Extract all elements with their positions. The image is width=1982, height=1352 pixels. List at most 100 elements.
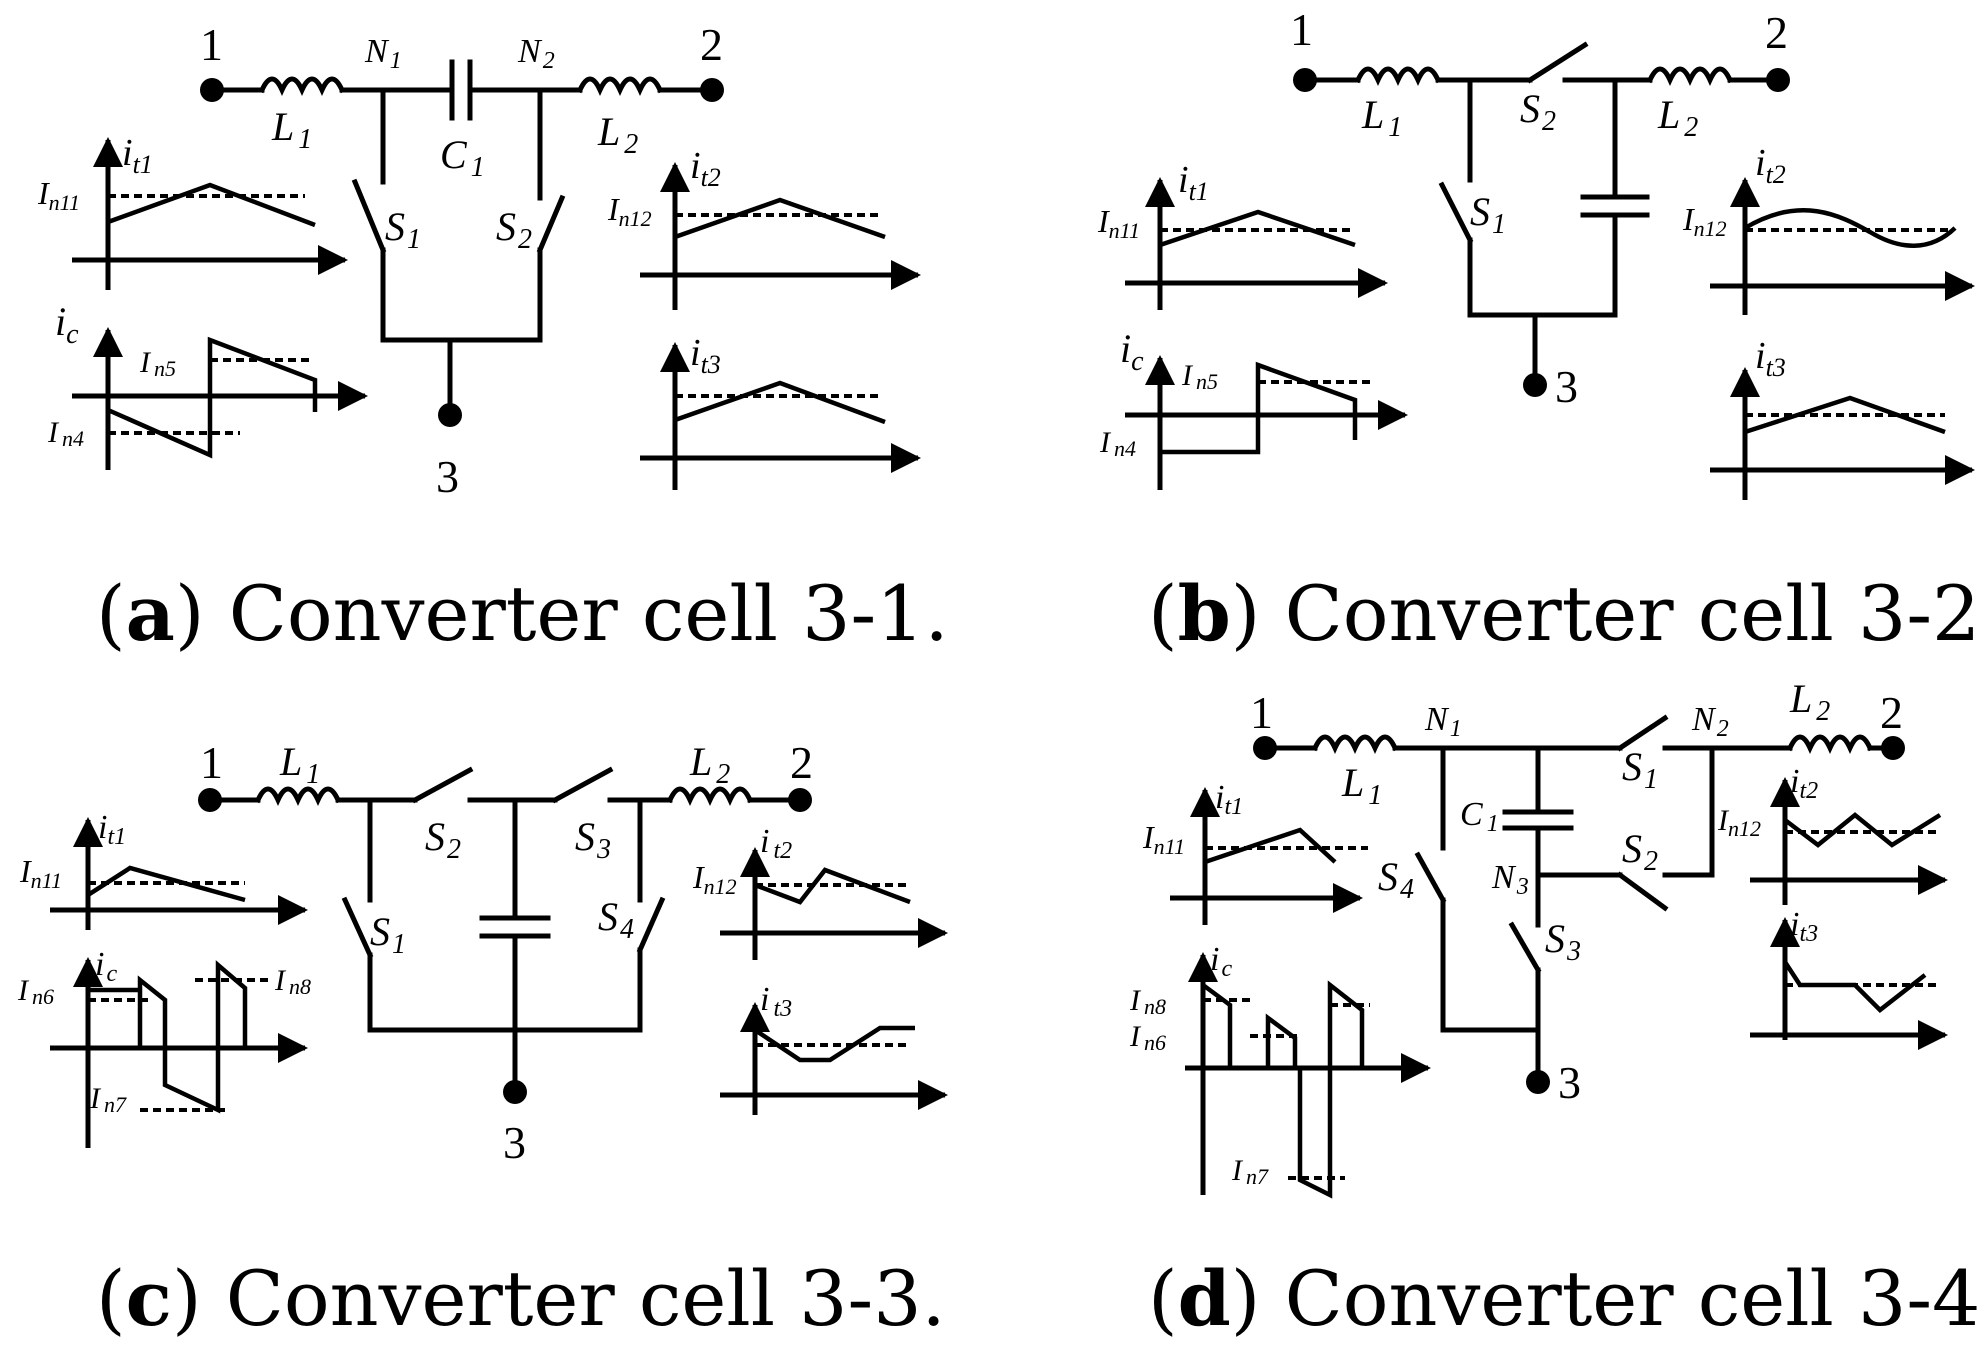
- wave-ic-b: [1125, 355, 1408, 490]
- it3-label-b: it3: [1755, 335, 1786, 382]
- in12-label-a: In12: [607, 191, 652, 231]
- terminal-3-label: 3: [1558, 1057, 1581, 1108]
- wave-it2-d: [1750, 777, 1948, 905]
- it3-label-d: it3: [1790, 906, 1818, 947]
- inductor-l1: [258, 76, 346, 97]
- n2-label: N2: [1691, 701, 1729, 742]
- inductor-l2: [576, 76, 664, 97]
- ic-label-b: ic: [1120, 326, 1144, 377]
- caption-a: (a) Converter cell 3-1.: [96, 569, 949, 658]
- it1-label-b: it1: [1178, 159, 1209, 206]
- terminal-1-label: 1: [1290, 4, 1313, 55]
- terminal-3-label: 3: [436, 451, 459, 502]
- s3-label: S3: [1545, 916, 1581, 967]
- s1-label: S1: [385, 204, 421, 255]
- wave-it3-c: [720, 1002, 948, 1115]
- wave-ic-d: [1185, 952, 1431, 1199]
- n3-label: N3: [1491, 859, 1529, 900]
- inductor-l2: [1646, 66, 1734, 87]
- in12-label-c: In12: [692, 859, 737, 899]
- terminal-2-label: 2: [700, 19, 723, 70]
- terminal-3-dot: [438, 403, 462, 427]
- n2-label: N2: [517, 33, 555, 74]
- in12-label-d: In12: [1717, 804, 1761, 841]
- wave-it2-b: [1710, 177, 1975, 315]
- terminal-3-label: 3: [503, 1117, 526, 1168]
- inductor-l1: [254, 786, 342, 807]
- ic-label-a: ic: [55, 299, 79, 350]
- terminal-1-label: 1: [200, 737, 223, 788]
- in11-label-c: In11: [19, 853, 62, 893]
- n1-label: N1: [1424, 701, 1462, 742]
- s2-label: S2: [1520, 86, 1556, 137]
- circuit-c: [198, 766, 812, 1104]
- terminal-1-label: 1: [1250, 687, 1273, 738]
- switch-s4: [636, 896, 666, 954]
- switch-s2: [1616, 871, 1669, 912]
- it2-label-a: it2: [690, 145, 721, 192]
- s2-label: S2: [496, 204, 532, 255]
- wave-ic-a: [72, 327, 368, 470]
- caption-d: (d) Converter cell 3-4.: [1148, 1254, 1982, 1343]
- s4-label: S4: [1378, 854, 1414, 905]
- switch-s3: [551, 766, 614, 804]
- caption-b: (b) Converter cell 3-2.: [1148, 569, 1982, 658]
- s2-label: S2: [1622, 826, 1658, 877]
- terminal-2-label: 2: [1765, 7, 1788, 58]
- circuit-b: [1293, 41, 1790, 397]
- switch-s1: [351, 178, 387, 254]
- ic-label-d: ic: [1210, 941, 1232, 982]
- wave-it3-b: [1710, 367, 1975, 500]
- wave-it1-d: [1170, 787, 1368, 925]
- wave-it3-d: [1750, 917, 1948, 1050]
- terminal-2-dot: [788, 788, 812, 812]
- s4-label: S4: [598, 894, 634, 945]
- switch-s1: [1616, 714, 1669, 752]
- terminal-2-dot: [700, 78, 724, 102]
- terminal-3-dot: [1523, 373, 1547, 397]
- wave-it2-c: [720, 847, 948, 960]
- wave-it2-a: [640, 162, 921, 310]
- in11-label-d: In11: [1142, 819, 1185, 859]
- terminal-3-dot: [1526, 1070, 1550, 1094]
- s1-label: S1: [1622, 744, 1658, 795]
- wave-it3-a: [640, 342, 921, 490]
- switch-s1: [1438, 181, 1474, 244]
- it1-label-d: it1: [1215, 779, 1243, 820]
- s2-label: S2: [425, 814, 461, 865]
- terminal-3-label: 3: [1555, 361, 1578, 412]
- switch-s2: [536, 194, 566, 254]
- terminal-3-dot: [503, 1080, 527, 1104]
- it2-label-b: it2: [1755, 142, 1786, 189]
- in11-label-b: In11: [1097, 203, 1140, 243]
- caption-c: (c) Converter cell 3-3.: [96, 1254, 946, 1343]
- s1-label: S1: [1470, 189, 1506, 240]
- inductor-l1: [1354, 66, 1442, 87]
- it2-label-d: it2: [1790, 763, 1818, 804]
- switch-s4: [1414, 851, 1447, 904]
- wave-ic-c: [50, 957, 308, 1148]
- switch-s3: [1508, 921, 1542, 974]
- it3-label-a: it3: [690, 332, 721, 379]
- in11-label-a: In11: [37, 175, 80, 215]
